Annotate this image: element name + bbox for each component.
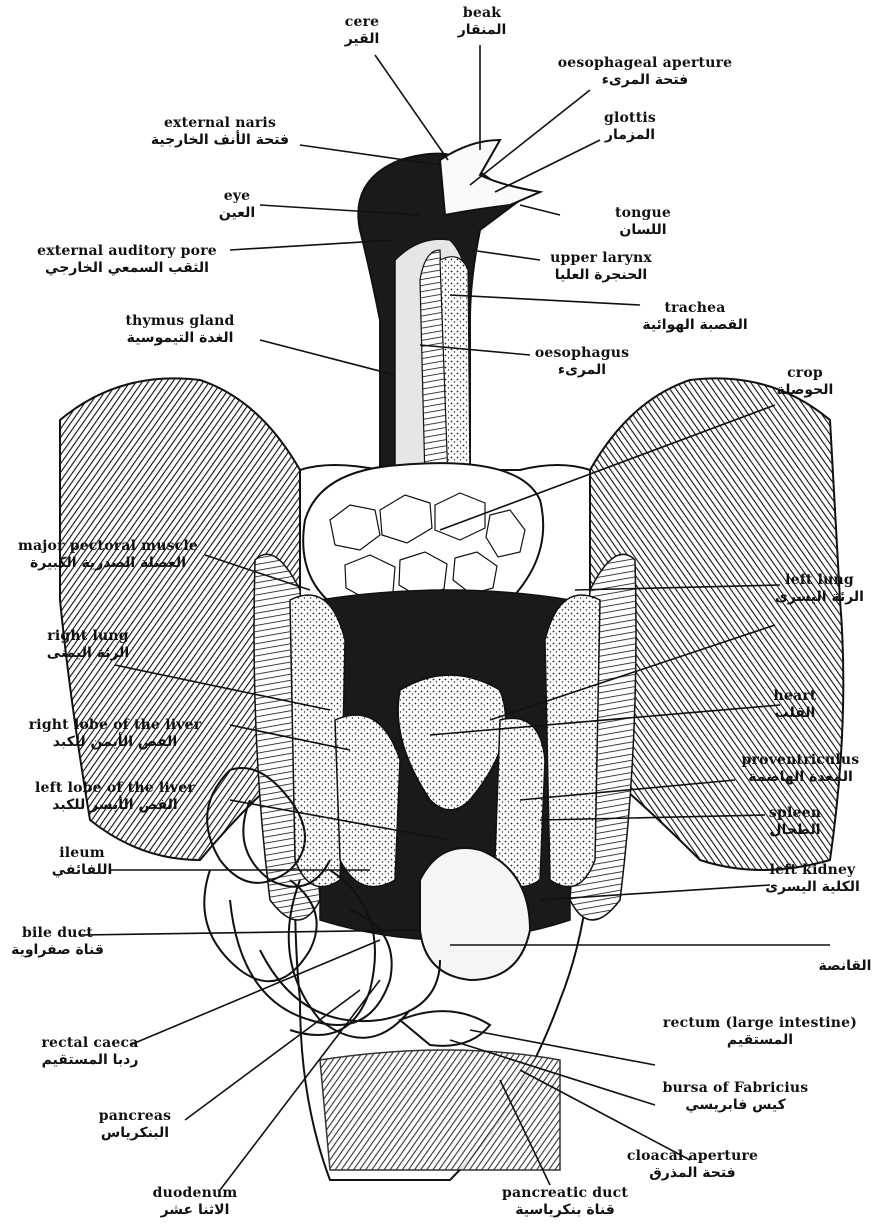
label-proventriculus: proventriculus المعدة الهاضمة xyxy=(718,752,883,786)
left-liver-lobe xyxy=(495,718,545,886)
tail-region xyxy=(320,1050,560,1170)
label-pancreatic-duct: pancreatic duct قناة بنكرياسية xyxy=(495,1185,635,1219)
label-gizzard: القانصة xyxy=(805,958,885,975)
label-major-pectoral-muscle: major pectoral muscle العضلة الصدرية الك… xyxy=(8,538,208,572)
label-ileum: ileum اللفائفي xyxy=(42,845,122,879)
label-external-naris: external naris فتحة الأنف الخارجية xyxy=(135,115,305,149)
label-eye: eye العين xyxy=(212,188,262,222)
label-right-lobe-liver: right lobe of the liver الفص الأيمن للكب… xyxy=(5,717,225,751)
right-liver-lobe xyxy=(335,715,400,887)
label-duodenum: duodenum الاثنا عشر xyxy=(140,1185,250,1219)
label-bursa: bursa of Fabricius كيس فابريسي xyxy=(648,1080,823,1114)
label-spleen: spleen الطحال xyxy=(755,805,835,839)
label-cloacal-aperture: cloacal aperture فتحة المذرق xyxy=(615,1148,770,1182)
label-oesophagus: oesophagus المرىء xyxy=(522,345,642,379)
label-pancreas: pancreas البنكرياس xyxy=(90,1108,180,1142)
label-rectum: rectum (large intestine) المستقيم xyxy=(650,1015,870,1049)
label-trachea: trachea القصبة الهوائية xyxy=(630,300,760,334)
label-upper-larynx: upper larynx الحنجرة العليا xyxy=(536,250,666,284)
label-beak: beak المنقار xyxy=(452,5,512,39)
left-lung-shape xyxy=(545,595,600,887)
label-rectal-caeca: rectal caeca ردبا المستقيم xyxy=(35,1035,145,1069)
label-left-lung: left lung الرئة اليسرى xyxy=(762,572,877,606)
label-glottis: glottis المزمار xyxy=(590,110,670,144)
label-left-kidney: left kidney الكلية اليسرى xyxy=(755,862,870,896)
label-crop: crop الحوصلة xyxy=(755,365,855,399)
label-tongue: tongue اللسان xyxy=(598,205,688,239)
label-heart: heart القلب xyxy=(760,688,830,722)
label-external-auditory-pore: external auditory pore الثقب السمعي الخا… xyxy=(22,243,232,277)
label-thymus-gland: thymus gland الغدة التيموسية xyxy=(105,313,255,347)
label-cere: cere القير xyxy=(332,14,392,48)
label-bile-duct: bile duct قناة صفراوية xyxy=(10,925,105,959)
label-right-lung: right lung الرئة اليمنى xyxy=(38,628,138,662)
label-left-lobe-liver: left lobe of the liver الفص الأيسر للكبد xyxy=(5,780,225,814)
label-oesophageal-aperture: oesophageal aperture فتحة المرىء xyxy=(530,55,760,89)
